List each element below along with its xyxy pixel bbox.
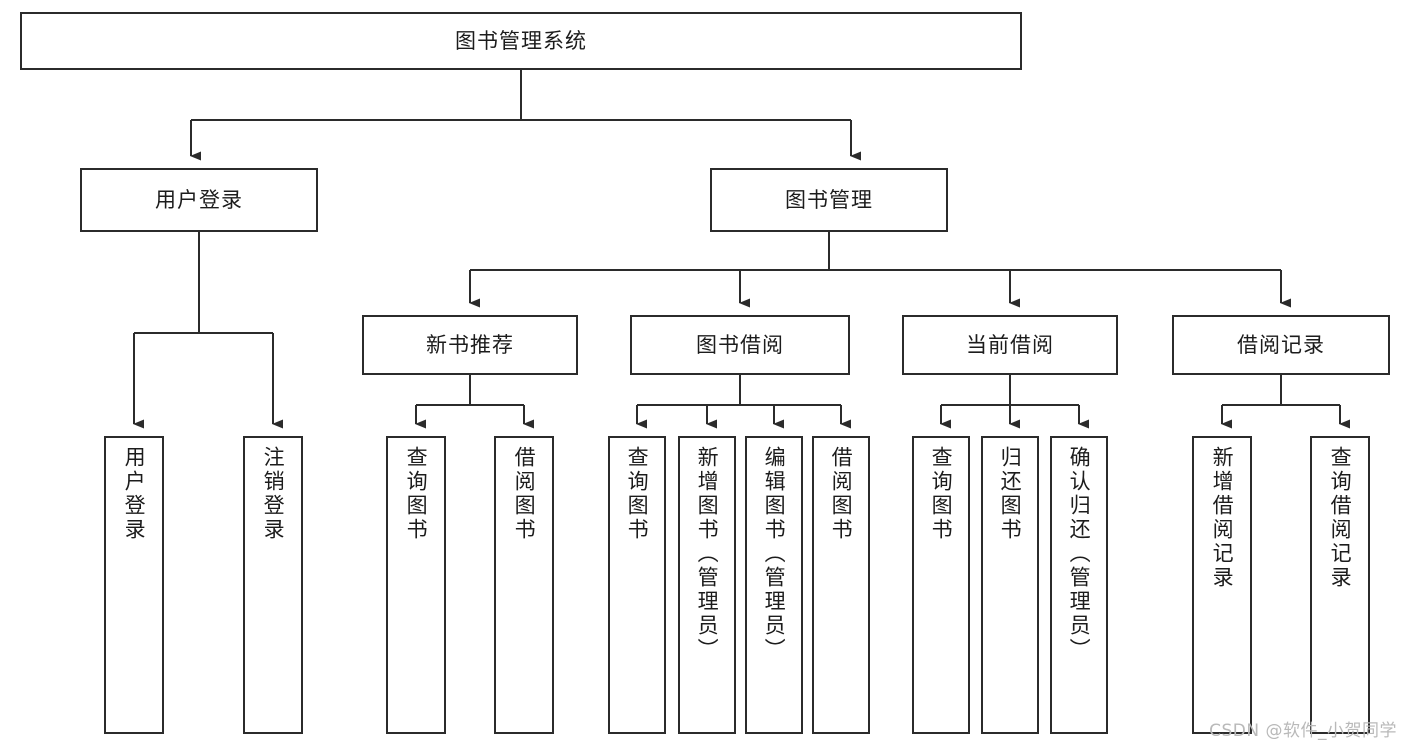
node-current-borrow[interactable]: 当前借阅 [902,315,1118,375]
leaf-current-borrow-confirm-return-admin[interactable]: 确认归还（管理员） [1050,436,1108,734]
leaf-book-borrow-add-book-admin[interactable]: 新增图书（管理员） [678,436,736,734]
node-book-management[interactable]: 图书管理 [710,168,948,232]
node-label: 查询图书 [404,446,429,542]
leaf-book-borrow-query-book[interactable]: 查询图书 [608,436,666,734]
node-label: 注销登录 [261,446,286,542]
node-label: 查询借阅记录 [1328,446,1353,590]
node-label: 当前借阅 [966,332,1054,357]
node-label: 查询图书 [929,446,954,542]
csdn-watermark: CSDN @软件_小贺同学 [1209,721,1397,741]
node-label: 图书借阅 [696,332,784,357]
leaf-current-borrow-query-book[interactable]: 查询图书 [912,436,970,734]
node-label: 新增图书（管理员） [695,446,720,662]
leaf-new-book-borrow-book[interactable]: 借阅图书 [494,436,554,734]
node-label: 查询图书 [625,446,650,542]
node-label: 借阅图书 [829,446,854,542]
leaf-book-borrow-edit-book-admin[interactable]: 编辑图书（管理员） [745,436,803,734]
leaf-book-borrow-borrow-book[interactable]: 借阅图书 [812,436,870,734]
node-label: 图书管理 [785,187,873,212]
node-label: 新书推荐 [426,332,514,357]
leaf-user-login-logout[interactable]: 注销登录 [243,436,303,734]
leaf-user-login-login[interactable]: 用户登录 [104,436,164,734]
node-label: 编辑图书（管理员） [762,446,787,662]
leaf-borrow-record-query-record[interactable]: 查询借阅记录 [1310,436,1370,734]
node-user-login[interactable]: 用户登录 [80,168,318,232]
node-label: 新增借阅记录 [1210,446,1235,590]
node-label: 图书管理系统 [455,28,587,53]
leaf-borrow-record-add-record[interactable]: 新增借阅记录 [1192,436,1252,734]
node-book-borrow[interactable]: 图书借阅 [630,315,850,375]
node-label: 借阅记录 [1237,332,1325,357]
node-label: 用户登录 [122,446,147,542]
node-new-book-recommend[interactable]: 新书推荐 [362,315,578,375]
node-label: 借阅图书 [512,446,537,542]
node-label: 确认归还（管理员） [1067,446,1092,662]
node-borrow-record[interactable]: 借阅记录 [1172,315,1390,375]
leaf-current-borrow-return-book[interactable]: 归还图书 [981,436,1039,734]
node-label: 归还图书 [998,446,1023,542]
node-root-book-management-system[interactable]: 图书管理系统 [20,12,1022,70]
leaf-new-book-query-book[interactable]: 查询图书 [386,436,446,734]
node-label: 用户登录 [155,187,243,212]
